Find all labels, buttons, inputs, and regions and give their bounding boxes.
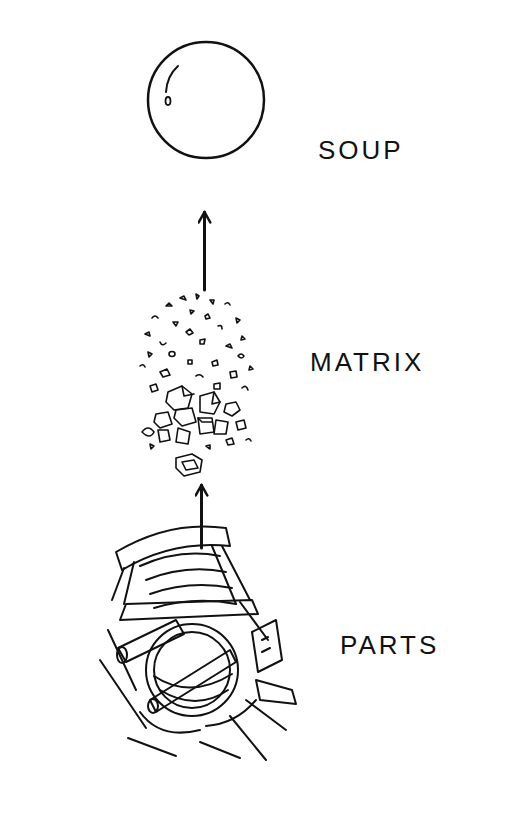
- stage-label: SOUP: [318, 135, 404, 165]
- flow-arrow: [200, 485, 203, 548]
- soup-sphere: [148, 42, 264, 158]
- stage-label: MATRIX: [310, 347, 424, 377]
- flow-arrow: [203, 212, 206, 290]
- stage-node: PARTS: [100, 548, 300, 763]
- matrix-fragments: [140, 294, 253, 476]
- parts-jumble: [100, 526, 296, 760]
- stage-node: MATRIX: [140, 290, 266, 485]
- stage-node: SOUP: [146, 40, 266, 212]
- stage-label: PARTS: [340, 630, 439, 660]
